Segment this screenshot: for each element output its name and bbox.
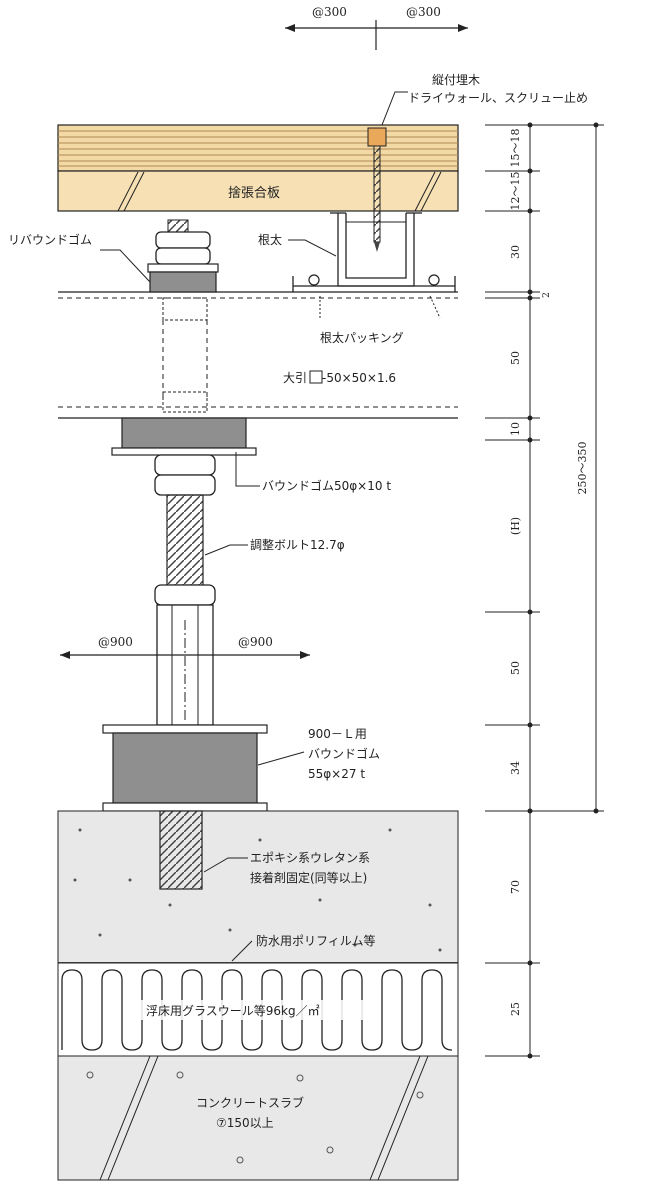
epoxy-leader xyxy=(203,857,248,873)
adjust-bolt xyxy=(166,494,204,586)
rubber-900-label-1: 900－Ｌ用 xyxy=(308,727,367,741)
dim-70: 70 xyxy=(509,880,522,894)
dim-12-15: 12～15 xyxy=(509,172,522,211)
epoxy-label-2: 接着剤固定(同等以上) xyxy=(250,870,367,885)
spacing-900-left-label: @900 xyxy=(98,635,133,649)
joist-leader xyxy=(288,239,337,257)
dim-15-18: 15～18 xyxy=(509,129,522,168)
anchor-bolt xyxy=(159,810,203,890)
slab-label-1: コンクリートスラブ xyxy=(196,1095,304,1110)
joist-label: 根太 xyxy=(258,232,282,247)
dim-25: 25 xyxy=(509,1002,522,1016)
spacing-300-arrow xyxy=(285,20,468,50)
drywall-screw xyxy=(373,145,381,252)
spacing-900-arrow xyxy=(60,651,310,659)
slab-label-2: ⑦150以上 xyxy=(216,1116,274,1130)
rubber-50-leader xyxy=(235,452,260,487)
beam-bottom-flange xyxy=(58,406,458,419)
spacing-900-right-label: @900 xyxy=(238,635,273,649)
rubber-900-leader xyxy=(257,751,305,766)
bolt-inside-beam xyxy=(162,297,208,413)
base-bottom-plate xyxy=(102,802,268,812)
dimension-chain xyxy=(485,124,604,1057)
dim-30: 30 xyxy=(509,245,522,259)
glasswool-wave xyxy=(61,969,453,1051)
dim-total: 250～350 xyxy=(576,442,589,495)
concrete-topping xyxy=(57,810,459,964)
dim-10: 10 xyxy=(509,422,522,436)
rebound-rubber-top xyxy=(149,271,217,293)
dim-2: 2 xyxy=(542,292,552,298)
dim-34: 34 xyxy=(509,761,522,775)
rubber-900-label-3: 55φ×27 t xyxy=(308,767,365,781)
adjust-bolt-leader xyxy=(204,544,248,556)
subfloor-label: 捨張合板 xyxy=(228,185,280,201)
dimension-dots xyxy=(527,122,599,1059)
glasswool-label: 浮床用グラスウール等96kg／㎡ xyxy=(146,1004,320,1018)
rebound-rubber-top-label: リバウンドゴム xyxy=(8,232,92,247)
adjust-bolt-label: 調整ボルト12.7φ xyxy=(250,537,345,552)
finish-floor-layer xyxy=(57,124,459,172)
joist-packing xyxy=(292,274,456,319)
joist-packing-label: 根太パッキング xyxy=(320,330,404,345)
subfloor-plywood-layer xyxy=(57,170,459,212)
waterproof-label: 防水用ポリフィルム等 xyxy=(256,933,376,948)
concrete-speckles-upper xyxy=(73,828,442,952)
lower-nut-sleeve xyxy=(154,584,216,726)
nailing-label-1: 縦付埋木 xyxy=(432,73,480,87)
rubber-900-label-2: バウンドゴム xyxy=(308,746,380,761)
rebound-rubber-leader xyxy=(100,249,151,283)
slab-aggregate xyxy=(86,1071,424,1164)
beam-spec-label: -50×50×1.6 xyxy=(322,371,396,385)
nailing-wood-block xyxy=(367,127,387,147)
spacing-300-left-label: @300 xyxy=(312,5,347,19)
dim-50-upper: 50 xyxy=(509,351,522,365)
top-nut-assembly xyxy=(147,219,219,273)
waterproof-leader xyxy=(231,940,253,962)
dim-50-lower: 50 xyxy=(509,661,522,675)
spacing-300-right-label: @300 xyxy=(406,5,441,19)
dim-h: (H) xyxy=(509,517,522,535)
glasswool-label-bg xyxy=(140,1000,372,1020)
square-tube-icon xyxy=(309,370,323,384)
rubber-50-label: バウンドゴム50φ×10 t xyxy=(262,478,391,493)
slab-rebar-lines xyxy=(99,1055,429,1181)
nailing-leader xyxy=(379,91,408,131)
middle-nuts xyxy=(154,454,216,496)
nailing-label-2: ドライウォール、スクリュー止め xyxy=(408,91,588,105)
washer-plate xyxy=(111,447,257,456)
rebound-rubber-50 xyxy=(121,417,247,449)
beam-top-flange xyxy=(58,291,458,299)
base-rebound-rubber xyxy=(112,732,258,804)
epoxy-label-1: エポキシ系ウレタン系 xyxy=(250,851,370,865)
beam-label: 大引 xyxy=(283,371,307,385)
base-top-plate xyxy=(102,724,268,734)
